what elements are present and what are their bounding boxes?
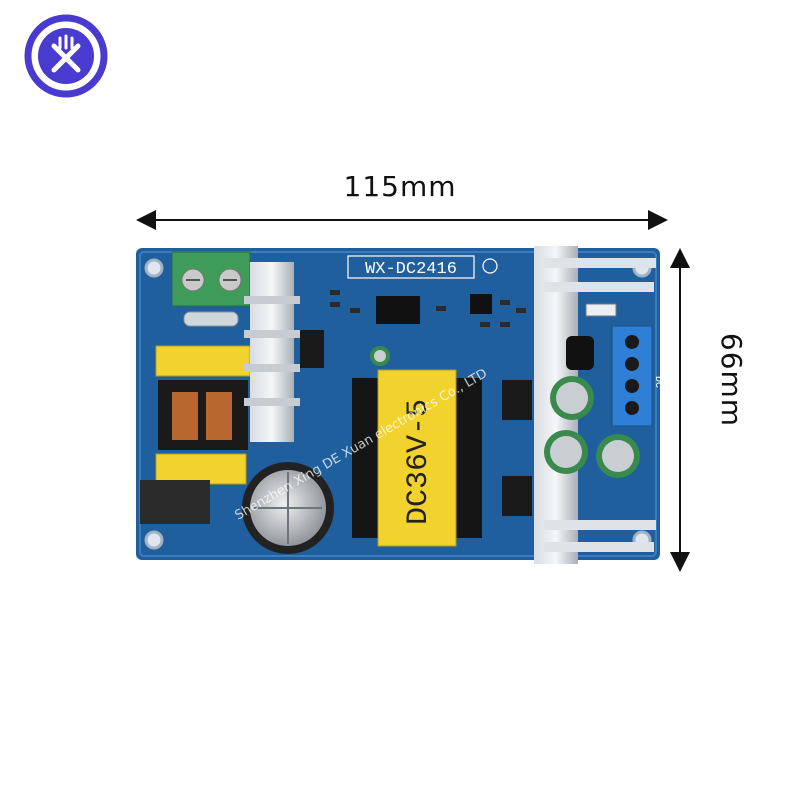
left-heatsink <box>244 262 300 442</box>
smd-components <box>330 290 526 327</box>
output-terminal-block <box>611 325 653 427</box>
bridge-rectifier <box>140 480 210 524</box>
output-capacitors <box>370 346 640 478</box>
model-label: WX-DC2416 <box>365 260 457 279</box>
power-transistors <box>300 330 532 516</box>
transformer-label: DC36V-5 <box>402 399 436 525</box>
x-capacitor-top <box>155 345 251 377</box>
control-ic <box>376 294 492 324</box>
input-terminal-block <box>171 251 251 307</box>
common-mode-choke <box>158 380 248 450</box>
output-label: DC <box>652 376 663 388</box>
x-capacitor-bottom <box>155 453 247 485</box>
width-dimension-label: 115mm <box>343 170 457 203</box>
transformer <box>352 369 482 547</box>
trim-resistor <box>585 303 617 317</box>
inductor-black <box>566 336 594 370</box>
bulk-capacitor <box>242 462 334 554</box>
fuse <box>183 311 239 327</box>
brand-logo-icon <box>24 14 108 98</box>
model-label-box <box>347 255 475 279</box>
